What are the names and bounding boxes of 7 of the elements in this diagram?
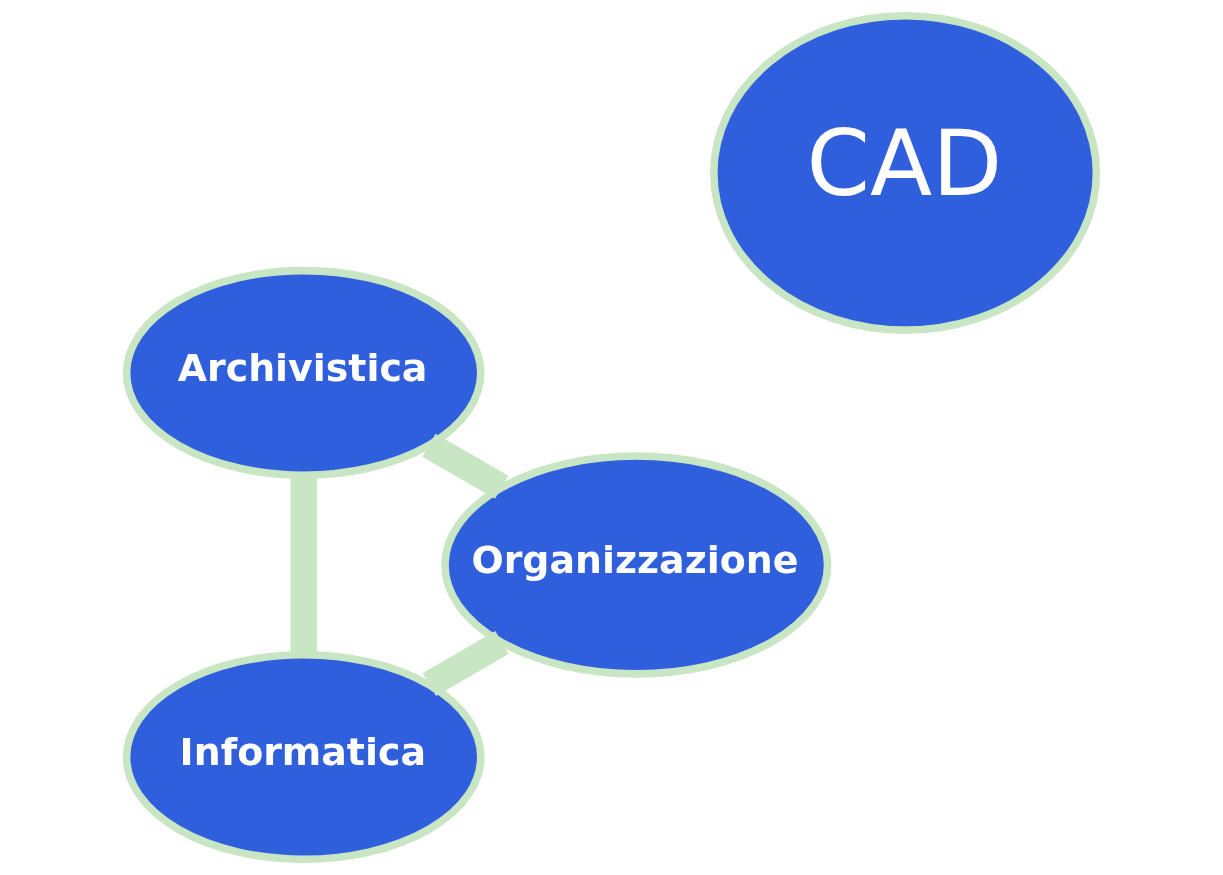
connector	[422, 433, 509, 499]
node-ellipse: Informatica	[122, 650, 485, 864]
node-ellipse: Organizzazione	[441, 452, 832, 678]
connector	[290, 475, 317, 655]
node-ellipse: Archivistica	[122, 266, 485, 479]
connector	[422, 631, 509, 696]
node-ellipse: CAD	[710, 11, 1101, 334]
